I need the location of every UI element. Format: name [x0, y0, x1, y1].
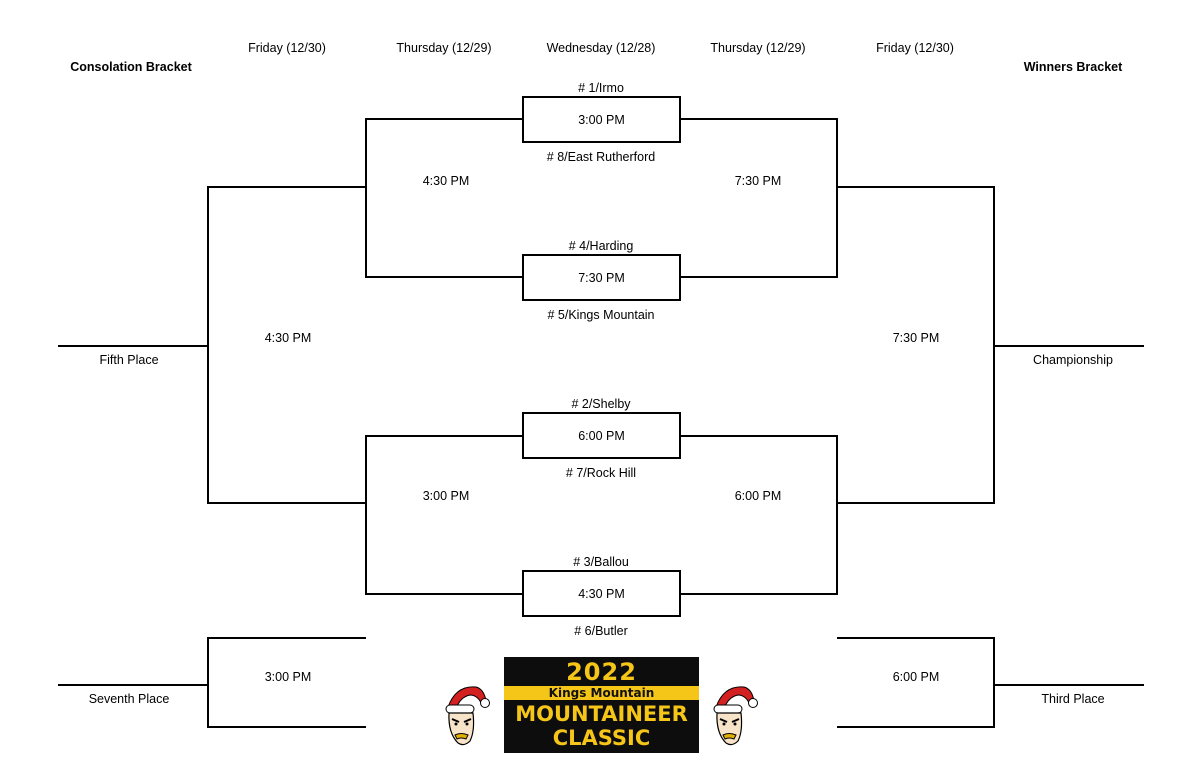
- team-label: # 5/Kings Mountain: [547, 307, 655, 322]
- team-label: # 4/Harding: [568, 238, 634, 253]
- game-box-1: 3:00 PM: [522, 96, 681, 143]
- bracket-line-g1-left: [365, 118, 523, 278]
- seventh-place-time: 3:00 PM: [264, 669, 312, 684]
- bracket-line-winners-semis: [837, 186, 995, 504]
- game-box-4: 4:30 PM: [522, 570, 681, 617]
- third-place-label: Third Place: [1041, 691, 1105, 706]
- team-label: # 3/Ballou: [573, 554, 629, 569]
- team-label: # 2/Shelby: [571, 396, 631, 411]
- logo-band: Kings Mountain: [504, 686, 699, 700]
- winners-semi-bottom-time: 6:00 PM: [734, 488, 782, 503]
- consolation-semi-top-time: 4:30 PM: [422, 173, 470, 188]
- consolation-bracket-title: Consolation Bracket: [70, 59, 192, 74]
- bracket-line-consolation-semis: [207, 186, 366, 504]
- bracket-line-g2-right: [680, 435, 838, 595]
- bracket-line-seventh-place: [207, 637, 366, 728]
- game-time: 7:30 PM: [578, 270, 625, 285]
- fifth-place-time: 4:30 PM: [264, 330, 312, 345]
- championship-label: Championship: [1033, 352, 1113, 367]
- day-header-thursday-left: Thursday (12/29): [396, 40, 492, 55]
- santa-mascot-icon: [445, 686, 490, 746]
- winners-semi-top-time: 7:30 PM: [734, 173, 782, 188]
- team-label: # 7/Rock Hill: [565, 465, 637, 480]
- game-time: 4:30 PM: [578, 586, 625, 601]
- logo-line-2: CLASSIC: [552, 726, 651, 750]
- fifth-place-label: Fifth Place: [99, 352, 159, 367]
- consolation-semi-bottom-time: 3:00 PM: [422, 488, 470, 503]
- day-header-wednesday: Wednesday (12/28): [546, 40, 656, 55]
- bracket-line-g2-left: [365, 435, 523, 595]
- logo-line-1: MOUNTAINEER: [515, 702, 688, 726]
- bracket-line-third-place: [837, 637, 995, 728]
- seventh-place-label: Seventh Place: [88, 691, 170, 706]
- winners-bracket-title: Winners Bracket: [1023, 59, 1123, 74]
- bracket-line-g1-right: [680, 118, 838, 278]
- day-header-friday-right: Friday (12/30): [876, 40, 954, 55]
- day-header-friday-left: Friday (12/30): [248, 40, 326, 55]
- team-label: # 6/Butler: [574, 623, 628, 638]
- team-label: # 8/East Rutherford: [546, 149, 656, 164]
- game-time: 3:00 PM: [578, 112, 625, 127]
- game-time: 6:00 PM: [578, 428, 625, 443]
- logo-year: 2022: [566, 658, 637, 686]
- mountaineer-classic-logo: 2022 Kings Mountain MOUNTAINEER CLASSIC: [504, 657, 699, 753]
- game-box-3: 6:00 PM: [522, 412, 681, 459]
- santa-mascot-icon: [713, 686, 758, 746]
- game-box-2: 7:30 PM: [522, 254, 681, 301]
- championship-time: 7:30 PM: [892, 330, 940, 345]
- third-place-time: 6:00 PM: [892, 669, 940, 684]
- team-label: # 1/Irmo: [578, 80, 624, 95]
- day-header-thursday-right: Thursday (12/29): [710, 40, 806, 55]
